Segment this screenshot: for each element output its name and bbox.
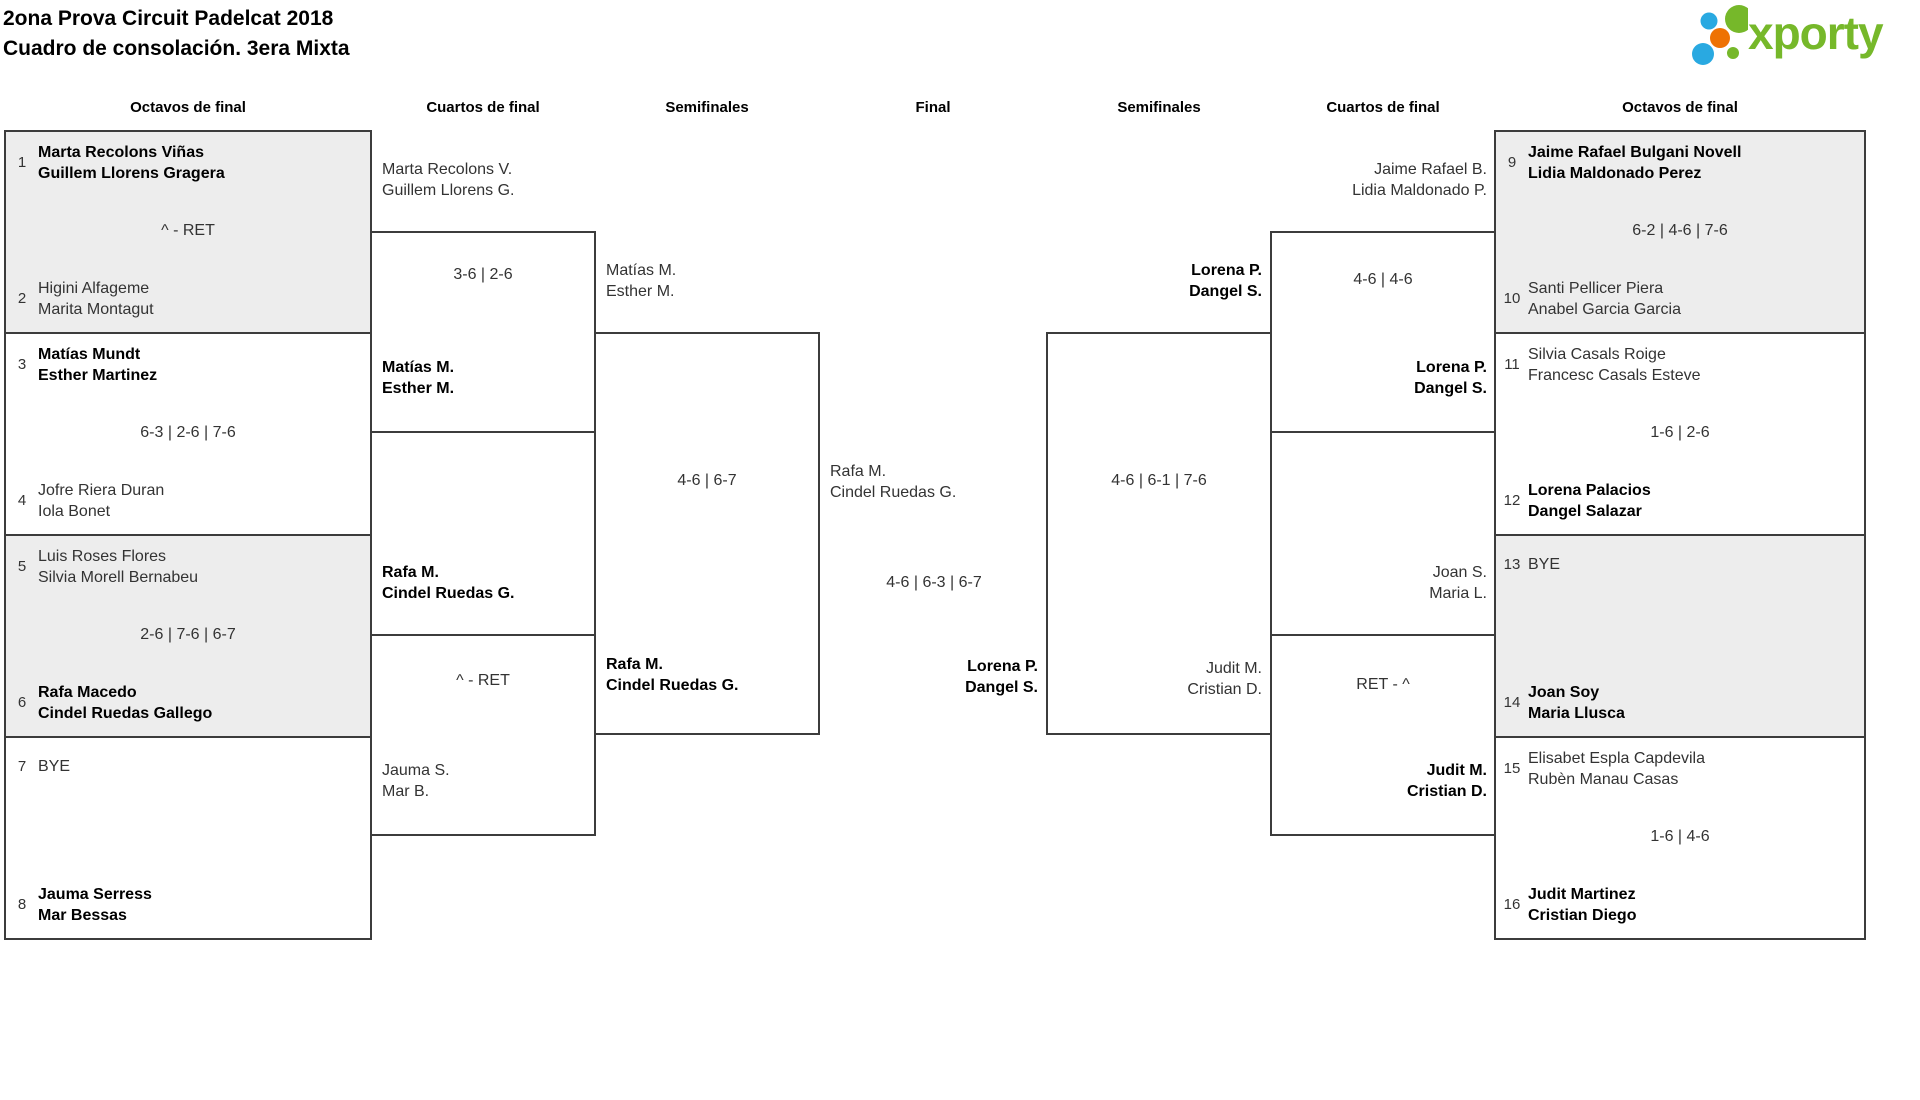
team-names: Marta Recolons V.Guillem Llorens G. xyxy=(382,161,515,199)
team-names: Lorena P.Dangel S. xyxy=(1414,359,1487,397)
round-header-sf-left: Semifinales xyxy=(665,99,749,116)
match-score: 6-3 | 2-6 | 7-6 xyxy=(140,424,236,441)
team-names: Matías M.Esther M. xyxy=(606,262,677,300)
round-header-final: Final xyxy=(915,99,951,116)
xporty-dots-icon xyxy=(1692,5,1748,65)
qf-right-1-box xyxy=(1270,231,1496,433)
seed-number: 8 xyxy=(17,896,27,913)
team-names: Matías M.Esther M. xyxy=(382,359,455,397)
match-score: 6-2 | 4-6 | 7-6 xyxy=(1632,222,1728,239)
team-names: Joan S.Maria L. xyxy=(1429,564,1487,602)
qf-right-2-box xyxy=(1270,634,1496,836)
seed-number: 4 xyxy=(17,492,27,509)
match-score: 3-6 | 2-6 xyxy=(453,266,513,283)
sf-left-box xyxy=(594,332,820,735)
seed-number: 5 xyxy=(17,558,27,575)
qf-left-1-box xyxy=(370,231,596,433)
seed-number: 6 xyxy=(17,694,27,711)
match-score: 1-6 | 2-6 xyxy=(1650,424,1710,441)
final-team-top: Rafa M.Cindel Ruedas G. xyxy=(830,463,957,501)
team-names: Jaime Rafael B.Lidia Maldonado P. xyxy=(1352,161,1487,199)
round-header-r16-left: Octavos de final xyxy=(130,99,246,116)
team-names: Lorena P.Dangel S. xyxy=(1189,262,1262,300)
team-names: BYE xyxy=(1528,556,1561,573)
seed-number: 3 xyxy=(17,356,27,373)
xporty-logo-text: xporty xyxy=(1748,7,1884,59)
seed-number: 10 xyxy=(1503,290,1521,307)
sf-right-box xyxy=(1046,332,1272,735)
team-names: Judit M.Cristian D. xyxy=(1406,762,1487,800)
seed-number: 12 xyxy=(1503,492,1521,509)
seed-number: 13 xyxy=(1503,556,1521,573)
team-names: Rafa M.Cindel Ruedas G. xyxy=(382,564,515,602)
match-score: 1-6 | 4-6 xyxy=(1650,828,1710,845)
match-score: 2-6 | 7-6 | 6-7 xyxy=(140,626,236,643)
match-score: ^ - RET xyxy=(456,672,510,689)
match-score: 4-6 | 4-6 xyxy=(1353,271,1413,288)
seed-number: 14 xyxy=(1503,694,1521,711)
xporty-logo[interactable]: xporty xyxy=(1686,0,1916,70)
match-score: RET - ^ xyxy=(1356,676,1410,693)
team-names: Judit M.Cristian D. xyxy=(1187,660,1262,698)
round-header-qf-right: Cuartos de final xyxy=(1326,99,1440,116)
seed-number: 1 xyxy=(17,154,27,171)
qf-left-2-box xyxy=(370,634,596,836)
round-header-sf-right: Semifinales xyxy=(1117,99,1201,116)
page-title: 2ona Prova Circuit Padelcat 2018 Cuadro … xyxy=(3,4,350,64)
seed-number: 11 xyxy=(1504,356,1520,373)
match-score: 4-6 | 6-1 | 7-6 xyxy=(1111,472,1207,489)
seed-number: 7 xyxy=(17,758,27,775)
team-names: Jauma S.Mar B. xyxy=(382,762,450,800)
match-score: 4-6 | 6-7 xyxy=(677,472,737,489)
tournament-title: 2ona Prova Circuit Padelcat 2018 xyxy=(3,7,334,30)
team-names: Rafa M.Cindel Ruedas G. xyxy=(606,656,739,694)
round-header-qf-left: Cuartos de final xyxy=(426,99,540,116)
final-score: 4-6 | 6-3 | 6-7 xyxy=(886,574,982,591)
team-names: BYE xyxy=(38,758,71,775)
bracket-subtitle: Cuadro de consolación. 3era Mixta xyxy=(3,37,350,60)
seed-number: 9 xyxy=(1507,154,1517,171)
round-header-r16-right: Octavos de final xyxy=(1622,99,1738,116)
seed-number: 15 xyxy=(1503,760,1521,777)
seed-number: 2 xyxy=(17,290,27,307)
seed-number: 16 xyxy=(1503,896,1521,913)
final-team-bottom: Lorena P.Dangel S. xyxy=(965,658,1038,696)
match-score: ^ - RET xyxy=(161,222,215,239)
